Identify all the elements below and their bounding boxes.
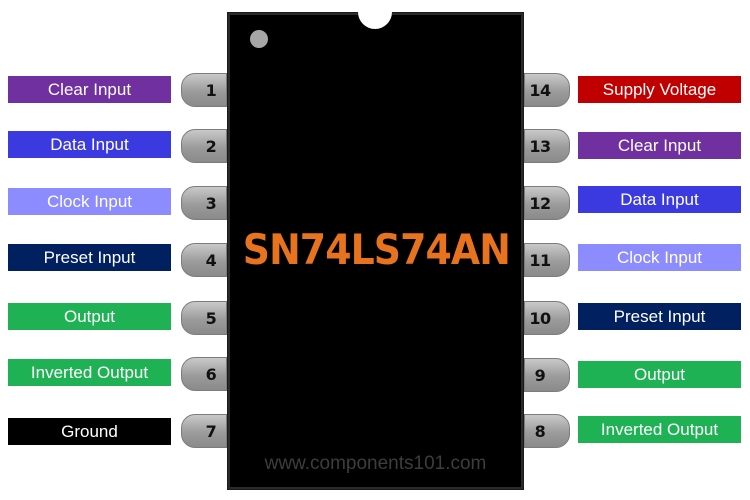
pin-number-6: 6 xyxy=(205,364,217,384)
pin-12: 12 xyxy=(524,186,570,220)
pin-11: 11 xyxy=(524,243,570,277)
pin1-indicator-dot xyxy=(250,30,268,48)
pin-label-2: Data Input xyxy=(8,131,171,158)
pin-number-8: 8 xyxy=(534,421,546,441)
pin-label-5: Output xyxy=(8,303,171,330)
pin-number-1: 1 xyxy=(205,80,217,100)
pin-3: 3 xyxy=(181,186,227,220)
ic-body: SN74LS74AN www.components101.com xyxy=(227,0,524,490)
pin-label-12: Data Input xyxy=(578,186,741,213)
pin-number-7: 7 xyxy=(205,421,217,441)
pin-label-9: Output xyxy=(578,361,741,388)
pin-number-14: 14 xyxy=(529,80,551,100)
pin-8: 8 xyxy=(524,414,570,448)
pin-label-10: Preset Input xyxy=(578,303,741,330)
pin-7: 7 xyxy=(181,414,227,448)
pin-number-5: 5 xyxy=(205,308,217,328)
pin-label-13: Clear Input xyxy=(578,132,741,159)
pin-2: 2 xyxy=(181,129,227,163)
pin-6: 6 xyxy=(181,357,227,391)
pin-number-12: 12 xyxy=(529,193,551,213)
pin-1: 1 xyxy=(181,73,227,107)
pin-9: 9 xyxy=(524,358,570,392)
pin-number-9: 9 xyxy=(534,365,546,385)
watermark: www.components101.com xyxy=(264,453,487,474)
pin-13: 13 xyxy=(524,129,570,163)
pin-label-14: Supply Voltage xyxy=(578,76,741,103)
pin-number-13: 13 xyxy=(529,136,551,156)
pin-label-3: Clock Input xyxy=(8,188,171,215)
chip-part-number: SN74LS74AN xyxy=(242,225,511,274)
pin-label-6: Inverted Output xyxy=(8,359,171,386)
pin-label-7: Ground xyxy=(8,418,171,445)
pin-number-11: 11 xyxy=(529,250,551,270)
pin-10: 10 xyxy=(524,301,570,335)
pin-label-8: Inverted Output xyxy=(578,416,741,443)
pin-label-11: Clock Input xyxy=(578,244,741,271)
pin-14: 14 xyxy=(524,73,570,107)
pin-number-2: 2 xyxy=(205,136,217,156)
pin-label-4: Preset Input xyxy=(8,244,171,271)
pin-5: 5 xyxy=(181,301,227,335)
pin-number-4: 4 xyxy=(205,250,217,270)
orientation-notch xyxy=(358,0,392,29)
pin-label-1: Clear Input xyxy=(8,76,171,103)
pin-number-10: 10 xyxy=(529,308,551,328)
pin-number-3: 3 xyxy=(205,193,217,213)
pin-4: 4 xyxy=(181,243,227,277)
